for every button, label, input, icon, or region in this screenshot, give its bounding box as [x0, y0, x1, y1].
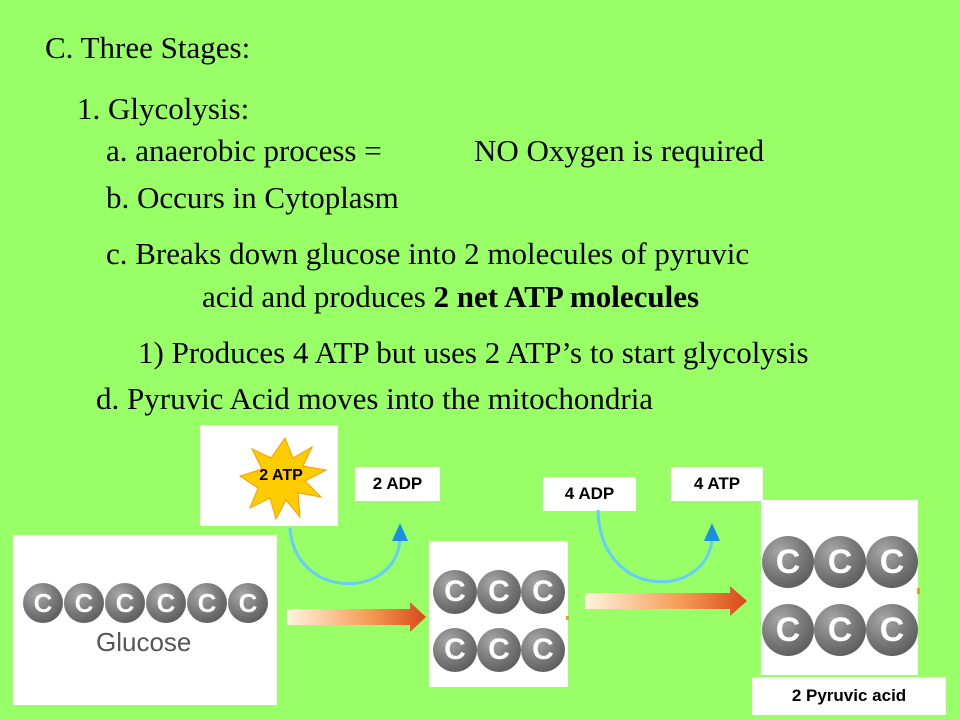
atp-in-label: 2 ATP [259, 467, 303, 484]
glucose-carbon: C [228, 583, 268, 623]
adp-curve-arrowhead [392, 523, 408, 541]
pyruvate-bond-mark [917, 588, 920, 594]
glucose-carbon: C [105, 583, 145, 623]
product-label: 2 Pyruvic acid [752, 677, 946, 715]
adp-in-label: 4 ADP [543, 477, 636, 511]
atp-curve-arrow [596, 509, 714, 584]
glucose-panel [13, 535, 277, 705]
point-b: b. Occurs in Cytoplasm [106, 180, 399, 215]
glucose-carbon: C [187, 583, 227, 623]
adp-curve-arrow [288, 527, 402, 585]
glucose-carbon: C [146, 583, 186, 623]
intermediate-carbon: C [433, 628, 477, 672]
intermediate-carbon: C [521, 570, 565, 614]
atp-out-label: 4 ATP [671, 467, 763, 501]
point-c-line1: c. Breaks down glucose into 2 molecules … [106, 236, 750, 271]
pyruvate-carbon: C [866, 604, 918, 656]
point-d: d. Pyruvic Acid moves into the mitochond… [96, 381, 654, 416]
point-c-line2: acid and produces 2 net ATP molecules [202, 279, 699, 315]
pyruvate-carbon: C [866, 536, 918, 588]
atp-starburst [238, 436, 328, 521]
adp-out-label: 2 ADP [355, 467, 440, 501]
stage-title: 1. Glycolysis: [77, 91, 250, 126]
heading: C. Three Stages: [45, 30, 251, 65]
intermediate-carbon: C [477, 570, 521, 614]
glucose-label: Glucose [96, 627, 192, 657]
pyruvate-carbon: C [762, 536, 814, 588]
pyruvate-carbon: C [814, 604, 866, 656]
point-c-line2-plain: acid and produces [202, 279, 434, 314]
intermediate-carbon: C [521, 628, 565, 672]
point-c-line2-bold: 2 net ATP molecules [433, 279, 700, 314]
intermediate-carbon: C [433, 570, 477, 614]
pyruvate-carbon: C [762, 604, 814, 656]
glucose-carbon: C [64, 583, 104, 623]
reaction-arrow-2 [585, 586, 747, 616]
intermediate-carbon: C [477, 628, 521, 672]
intermediate-bond-mark [566, 616, 569, 620]
point-c1: 1) Produces 4 ATP but uses 2 ATP’s to st… [138, 335, 809, 370]
pyruvate-carbon: C [814, 536, 866, 588]
point-a-left: a. anaerobic process = [106, 133, 382, 168]
glucose-carbon: C [23, 583, 63, 623]
point-a-right: NO Oxygen is required [474, 133, 765, 168]
atp-curve-arrowhead [704, 523, 720, 541]
reaction-arrow-1 [287, 602, 426, 632]
